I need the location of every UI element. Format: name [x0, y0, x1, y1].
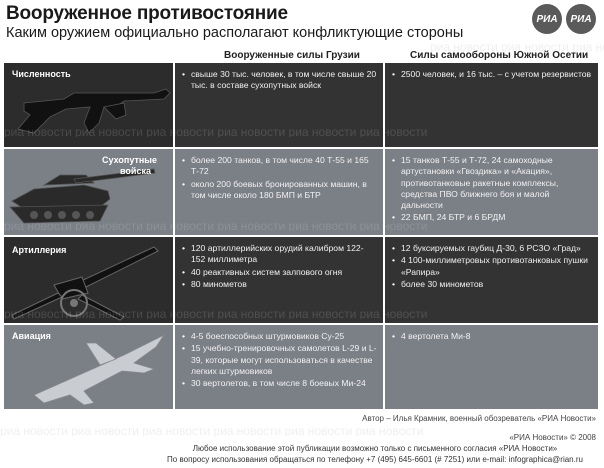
list-item: 4-5 боеспособных штурмовиков Су-25 [181, 331, 377, 343]
rifle-icon [17, 88, 171, 134]
footer-line-2: По вопросу использования обращаться по т… [167, 455, 583, 464]
page-title: Вооруженное противостояние [6, 3, 288, 24]
list-item: 4 вертолета Ми-8 [391, 331, 592, 343]
list-item: 80 минометов [181, 279, 377, 291]
georgia-cell: более 200 танков, в том числе 40 Т-55 и … [175, 149, 383, 235]
ossetia-cell: 12 буксируемых гаубиц Д-30, 6 РСЗО «Град… [385, 237, 598, 323]
ossetia-cell: 15 танков Т-55 и Т-72, 24 самоходные арт… [385, 149, 598, 235]
georgia-cell: 120 артиллерийских орудий калибром 122-1… [175, 237, 383, 323]
row-icon-tile [4, 325, 173, 409]
footer-line-1: Любое использование этой публикации возм… [192, 444, 558, 453]
list-item: 2500 человек, и 16 тыс. – с учетом резер… [391, 69, 592, 81]
row-icon-tile [4, 237, 173, 323]
ria-logo: РИА [532, 4, 562, 34]
ria-logo: РИА [566, 4, 596, 34]
tank-icon [9, 168, 156, 224]
ossetia-cell: 2500 человек, и 16 тыс. – с учетом резер… [385, 63, 598, 147]
copyright: «РИА Новости» © 2008 [509, 433, 596, 442]
row-icon-tile [4, 63, 173, 147]
table-row: Сухопутные войска более 200 танков, в то… [4, 149, 598, 235]
list-item: 12 буксируемых гаубиц Д-30, 6 РСЗО «Град… [391, 243, 592, 255]
table-row: Артиллерия 120 артиллерийских орудий кал… [4, 237, 598, 323]
howitzer-icon [11, 246, 159, 321]
category-label: Численность [12, 69, 71, 79]
row-icon-tile [4, 149, 173, 235]
list-item: свыше 30 тыс. человек, в том числе свыше… [181, 69, 377, 92]
table-row: Численность свыше 30 тыс. человек, в том… [4, 63, 598, 147]
list-item: 120 артиллерийских орудий калибром 122-1… [181, 243, 377, 266]
list-item: 15 учебно-тренировочных самолетов L-29 и… [181, 343, 377, 377]
list-item: 22 БМП, 24 БТР и 6 БРДМ [391, 212, 592, 224]
author-credit: Автор – Илья Крамник, военный обозревате… [362, 414, 596, 423]
georgia-cell: свыше 30 тыс. человек, в том числе свыше… [175, 63, 383, 147]
list-item: более 200 танков, в том числе 40 Т-55 и … [181, 155, 377, 178]
list-item: 40 реактивных систем залпового огня [181, 267, 377, 279]
category-label: Артиллерия [12, 245, 67, 255]
list-item: 15 танков Т-55 и Т-72, 24 самоходные арт… [391, 155, 592, 211]
georgia-cell: 4-5 боеспособных штурмовиков Су-25 15 уч… [175, 325, 383, 409]
column-header-georgia: Вооруженные силы Грузии [224, 50, 360, 61]
column-header-ossetia: Силы самообороны Южной Осетии [410, 50, 589, 61]
jet-icon [33, 333, 166, 406]
table-row: Авиация 4-5 боеспособных штурмовиков Су-… [4, 325, 598, 409]
list-item: 30 вертолетов, в том числе 8 боевых Ми-2… [181, 378, 377, 390]
list-item: более 30 минометов [391, 279, 592, 291]
category-label: Авиация [12, 331, 51, 341]
category-label: Сухопутные войска [102, 155, 157, 176]
list-item: 4 100-миллиметровых противотанковых пушк… [391, 255, 592, 278]
list-item: около 200 боевых бронированных машин, в … [181, 179, 377, 202]
ossetia-cell: 4 вертолета Ми-8 [385, 325, 598, 409]
page-subtitle: Каким оружием официально располагают кон… [6, 25, 464, 41]
